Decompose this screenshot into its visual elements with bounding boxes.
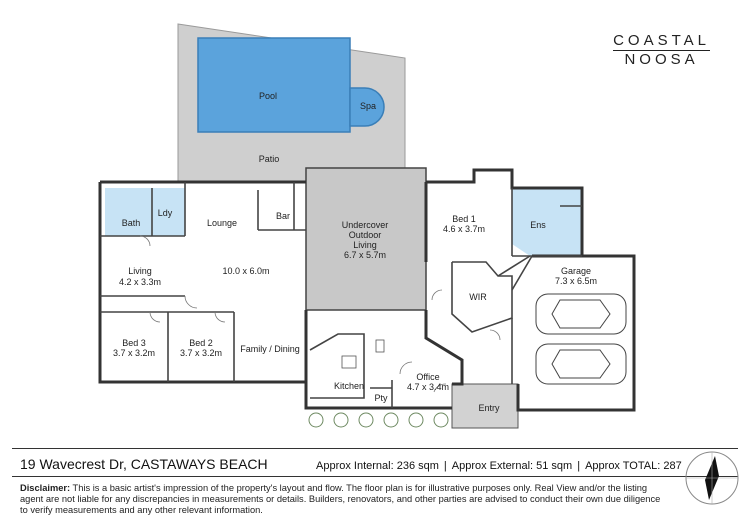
pool — [197, 37, 351, 133]
undercover-dimensions: 6.7 x 5.7m — [344, 250, 386, 260]
living-label: Living — [128, 266, 152, 276]
area-separator: | — [577, 460, 581, 472]
car-icon — [535, 343, 627, 385]
spa — [349, 87, 385, 127]
cooktop — [375, 339, 385, 353]
pool-label: Pool — [259, 91, 277, 101]
car-icon — [535, 293, 627, 335]
kitchen-sink — [341, 355, 357, 369]
family-dining-label: Family / Dining — [240, 344, 300, 354]
bed1-dimensions: 4.6 x 3.7m — [443, 224, 485, 234]
approx-internal: Approx Internal: 236 sqm — [316, 460, 439, 472]
undercover-label-1: Undercover — [342, 220, 389, 230]
living-dimensions: 4.2 x 3.3m — [119, 277, 161, 287]
bed3-label: Bed 3 — [122, 338, 146, 348]
garage-dimensions: 7.3 x 6.5m — [555, 276, 597, 286]
north-arrow-icon — [685, 451, 739, 505]
disclaimer-label: Disclaimer: — [20, 483, 71, 493]
brand-line-2: NOOSA — [624, 51, 699, 68]
bed3-dimensions: 3.7 x 3.2m — [113, 348, 155, 358]
bed1-label: Bed 1 — [452, 214, 476, 224]
area-summary: Approx Internal: 236 sqm | Approx External… — [316, 460, 682, 472]
garage-label: Garage — [561, 266, 591, 276]
office-label: Office — [416, 372, 439, 382]
disclaimer: Disclaimer: This is a basic artist's imp… — [20, 483, 670, 516]
door-swings — [139, 235, 501, 393]
bath-ldy-area — [105, 188, 185, 236]
interior-walls — [100, 182, 582, 408]
ldy-label: Ldy — [158, 208, 173, 218]
approx-total: Approx TOTAL: 287 — [585, 460, 682, 472]
office-dimensions: 4.7 x 3.4m — [407, 382, 449, 392]
brand-line-1: COASTAL — [613, 32, 710, 51]
area-separator: | — [443, 460, 447, 472]
plant-icon — [308, 412, 449, 428]
patio-label: Patio — [259, 154, 280, 164]
kitchen-label: Kitchen — [334, 381, 364, 391]
brand-logo: COASTAL NOOSA — [613, 32, 710, 68]
spa-label: Spa — [360, 101, 376, 111]
undercover-label-3: Living — [353, 240, 377, 250]
disclaimer-text: This is a basic artist's impression of t… — [20, 483, 661, 515]
pantry-label: Pty — [374, 393, 388, 403]
bed2-label: Bed 2 — [189, 338, 213, 348]
undercover-label-2: Outdoor — [349, 230, 382, 240]
wir-label: WIR — [469, 292, 487, 302]
lounge-label: Lounge — [207, 218, 237, 228]
bed2-dimensions: 3.7 x 3.2m — [180, 348, 222, 358]
ensuite-area — [512, 188, 582, 256]
entry-label: Entry — [478, 403, 500, 413]
property-address: 19 Wavecrest Dr, CASTAWAYS BEACH — [20, 456, 268, 472]
footer-divider-bottom — [12, 476, 738, 477]
floor-plan: Pool Spa Patio Bath Ldy Lounge Bar Under… — [98, 23, 636, 429]
ensuite-label: Ens — [530, 220, 546, 230]
main-living-dimensions: 10.0 x 6.0m — [222, 266, 269, 276]
footer-divider-top — [12, 448, 738, 449]
walls — [98, 168, 636, 412]
bar-label: Bar — [276, 211, 290, 221]
approx-external: Approx External: 51 sqm — [451, 460, 573, 472]
bath-label: Bath — [122, 218, 141, 228]
entry-area — [451, 383, 519, 429]
